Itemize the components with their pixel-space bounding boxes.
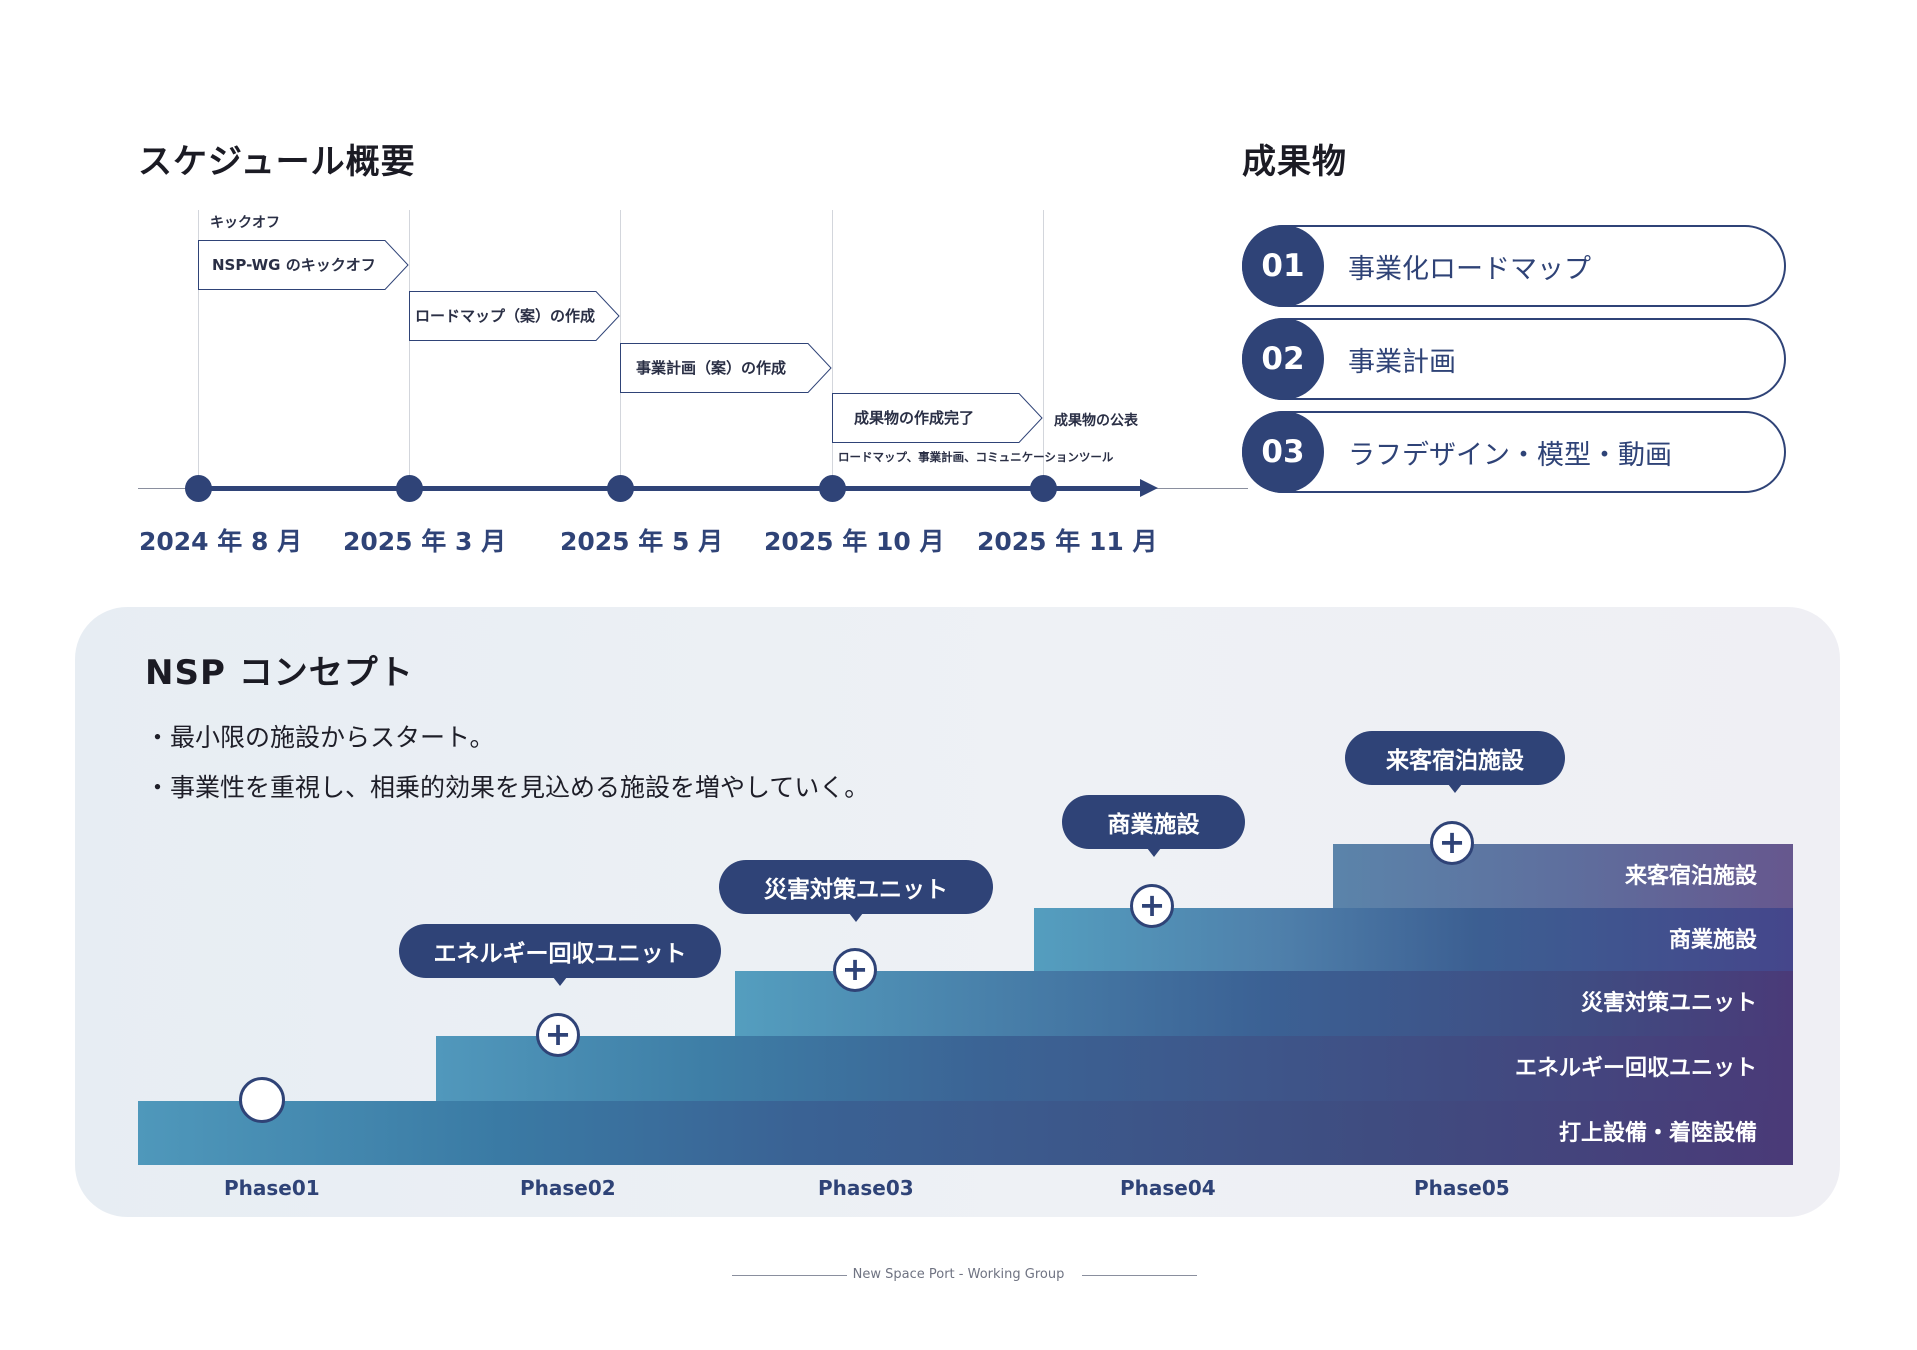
schedule-title: スケジュール概要 — [138, 142, 416, 182]
layer-label: エネルギー回収ユニット — [1514, 1056, 1757, 1081]
phase-label: Phase05 — [1414, 1176, 1510, 1200]
phase-label: Phase01 — [224, 1176, 320, 1200]
schedule-step-label: 事業計画（案）の作成 — [636, 359, 787, 377]
layer-disaster-unit: 災害対策ユニット — [735, 971, 1793, 1036]
footer-rule-right — [1082, 1275, 1197, 1276]
phase-label: Phase03 — [818, 1176, 914, 1200]
deliverable-number: 01 — [1242, 225, 1324, 307]
timeline-guide-1 — [198, 210, 199, 490]
schedule-step-label: 成果物の作成完了 — [854, 409, 975, 427]
timeline-date: 2025 年 11 月 — [977, 527, 1158, 556]
layer-label: 災害対策ユニット — [1580, 991, 1757, 1016]
timeline-guide-5 — [1043, 210, 1044, 490]
timeline-date: 2024 年 8 月 — [139, 527, 303, 556]
schedule-step-roadmap: ロードマップ（案）の作成 — [409, 291, 620, 341]
timeline-date: 2025 年 5 月 — [560, 527, 724, 556]
timeline-date: 2025 年 3 月 — [343, 527, 507, 556]
plus-icon: + — [833, 948, 877, 992]
added-facility-lodging: 来客宿泊施設 — [1345, 731, 1565, 793]
timeline-dot — [607, 475, 634, 502]
added-facility-energy: エネルギー回収ユニット — [399, 924, 721, 986]
timeline-arrow-icon — [1140, 479, 1158, 497]
footer-text: New Space Port - Working Group — [852, 1267, 1065, 1282]
timeline-dot — [185, 475, 212, 502]
plus-icon: + — [1430, 821, 1474, 865]
layer-label: 商業施設 — [1668, 928, 1757, 953]
deliverable-item-roadmap: 01 事業化ロードマップ — [1242, 225, 1786, 307]
layer-lodging: 来客宿泊施設 — [1333, 844, 1793, 908]
plus-icon: + — [1130, 884, 1174, 928]
timeline-bar — [198, 486, 1143, 491]
concept-title: NSP コンセプト — [145, 653, 414, 693]
timeline-guide-4 — [832, 210, 833, 490]
phase-label: Phase04 — [1120, 1176, 1216, 1200]
deliverables-title: 成果物 — [1242, 142, 1347, 182]
deliverable-label: 事業計画 — [1348, 347, 1456, 378]
layer-launch-facility: 打上設備・着陸設備 — [138, 1101, 1793, 1165]
timeline-dot — [1030, 475, 1057, 502]
schedule-step-business-plan: 事業計画（案）の作成 — [620, 343, 832, 393]
schedule-step-kickoff: NSP-WG のキックオフ — [198, 240, 409, 290]
deliverable-item-business-plan: 02 事業計画 — [1242, 318, 1786, 400]
phase-label: Phase02 — [520, 1176, 616, 1200]
plus-icon: + — [536, 1013, 580, 1057]
timeline-guide-2 — [409, 210, 410, 490]
schedule-step-label: ロードマップ（案）の作成 — [415, 307, 596, 325]
deliverable-label: ラフデザイン・模型・動画 — [1348, 440, 1672, 471]
added-facility-disaster: 災害対策ユニット — [719, 860, 993, 922]
layer-label: 打上設備・着陸設備 — [1558, 1121, 1757, 1146]
publish-label: 成果物の公表 — [1054, 413, 1138, 429]
deliverable-label: 事業化ロードマップ — [1348, 254, 1591, 285]
timeline-dot — [396, 475, 423, 502]
schedule-step-completion: 成果物の作成完了 — [832, 393, 1043, 443]
deliverable-number: 02 — [1242, 318, 1324, 400]
schedule-step-label: NSP-WG のキックオフ — [212, 256, 376, 274]
concept-bullet: ・最小限の施設からスタート。 — [145, 723, 495, 752]
concept-bullet: ・事業性を重視し、相乗的効果を見込める施設を増やしていく。 — [145, 773, 870, 802]
timeline-date: 2025 年 10 月 — [764, 527, 945, 556]
kickoff-label: キックオフ — [210, 215, 280, 231]
footer-rule-left — [732, 1275, 847, 1276]
timeline-dot — [819, 475, 846, 502]
phase01-start-marker — [239, 1077, 285, 1123]
layer-energy-unit: エネルギー回収ユニット — [436, 1036, 1793, 1101]
deliverable-note: ロードマップ、事業計画、コミュニケーションツール — [838, 450, 1114, 464]
added-facility-commercial: 商業施設 — [1062, 795, 1245, 857]
deliverable-item-design: 03 ラフデザイン・模型・動画 — [1242, 411, 1786, 493]
layer-label: 来客宿泊施設 — [1624, 864, 1757, 889]
deliverable-number: 03 — [1242, 411, 1324, 493]
